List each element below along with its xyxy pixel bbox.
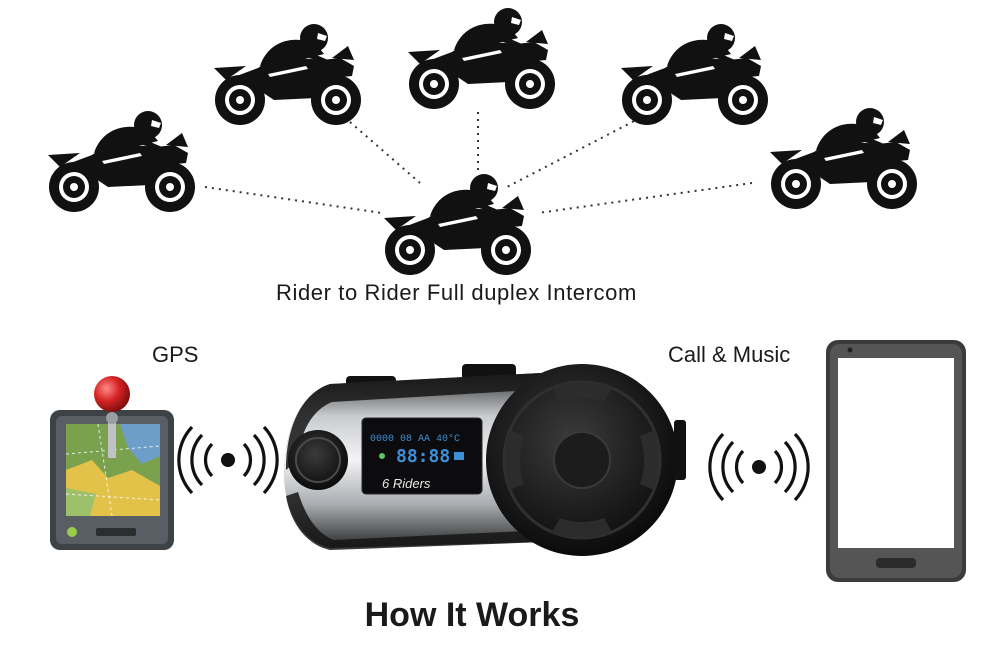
rider-far-right: [770, 108, 917, 209]
rider-right: [621, 24, 768, 125]
page-title: How It Works: [364, 596, 580, 634]
rider-far-left: [48, 111, 195, 212]
call-music-label: Call & Music: [668, 342, 791, 367]
rider-center-top: [408, 8, 555, 109]
smartphone-icon: [826, 340, 966, 582]
wireless-signal-right-icon: [708, 432, 810, 502]
wireless-signal-left-icon: [177, 425, 279, 495]
gps-label: GPS: [152, 342, 199, 367]
intercom-headset-icon: 0000 08 AA 40°C 88:88 6 Riders: [283, 364, 686, 556]
rider-hub: [384, 174, 531, 275]
screen-digits-text: 88:88: [396, 446, 450, 467]
screen-info-text: 0000 08 AA 40°C: [370, 433, 460, 445]
gps-device-icon: [50, 376, 174, 550]
screen-model-text: 6 Riders: [382, 476, 431, 491]
rider-left: [214, 24, 361, 125]
connection-lines: [204, 112, 753, 214]
intercom-caption: Rider to Rider Full duplex Intercom: [276, 280, 637, 305]
